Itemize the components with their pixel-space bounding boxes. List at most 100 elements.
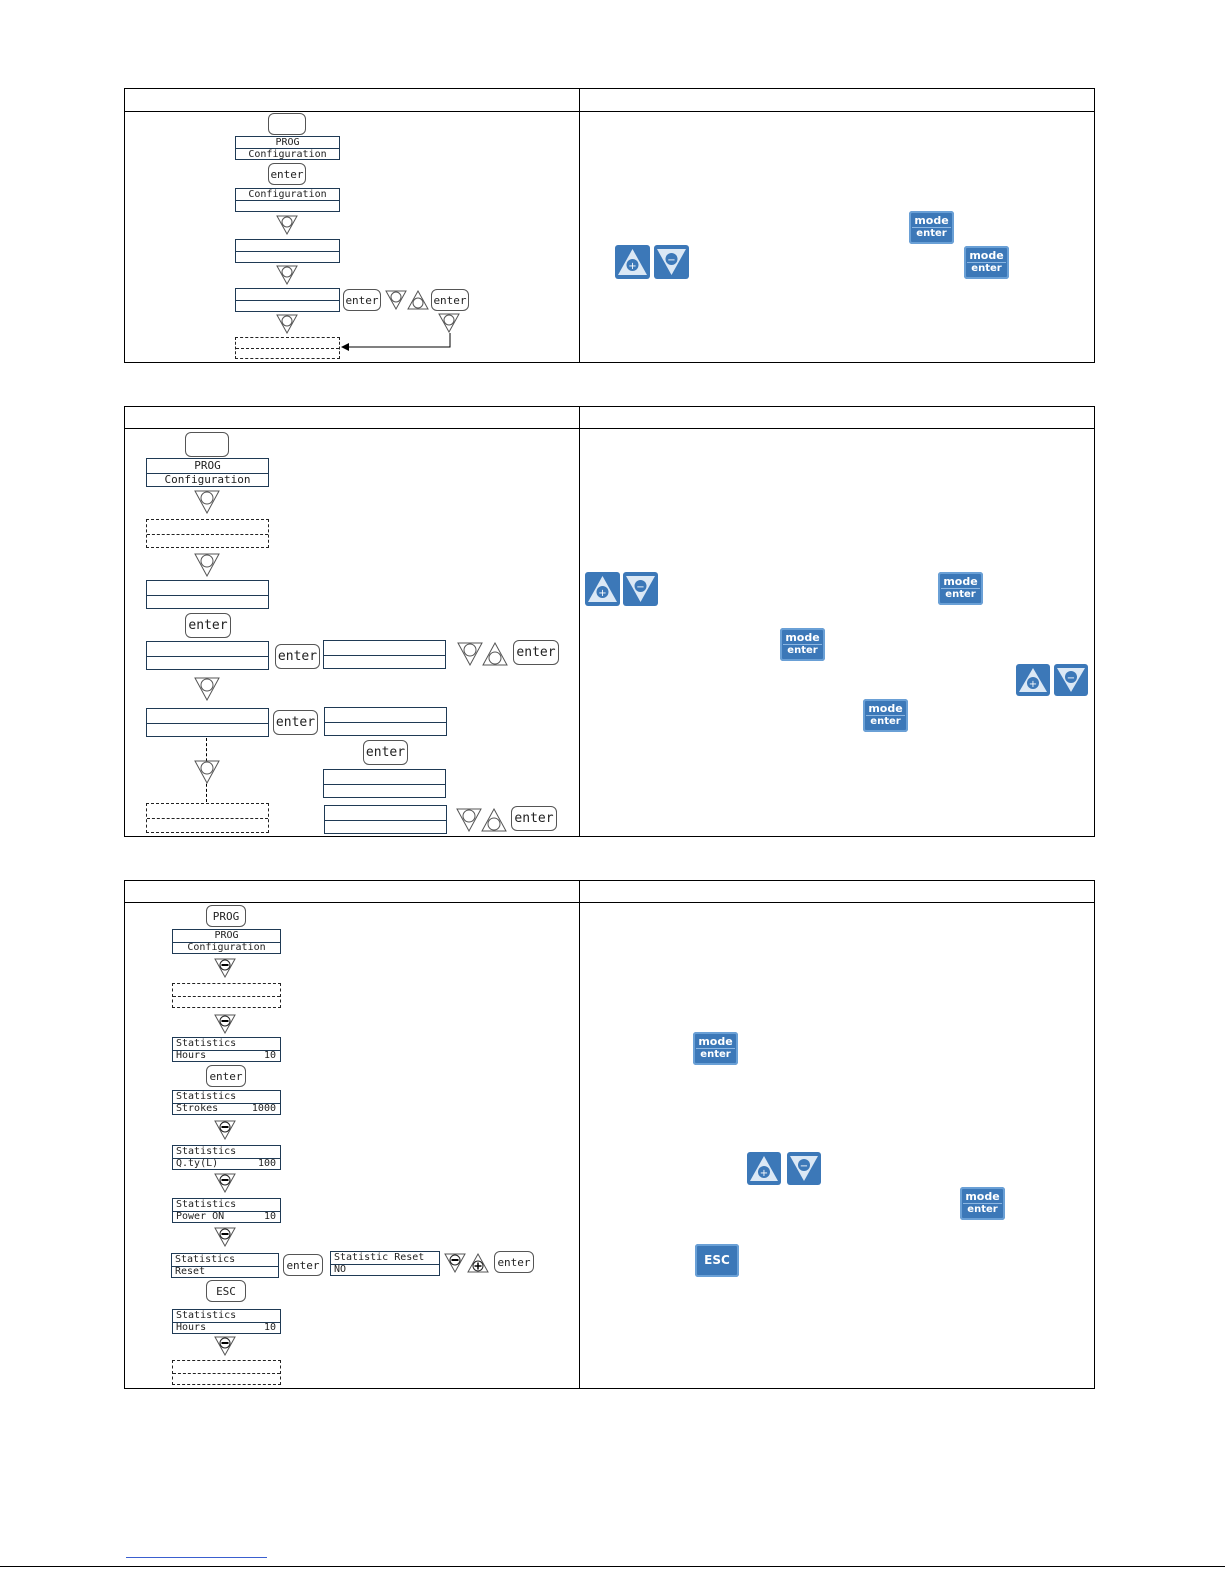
enter-key[interactable]: enter xyxy=(283,1254,323,1276)
blank-key[interactable] xyxy=(185,432,229,457)
section3-column-divider xyxy=(579,880,580,1389)
minus-down-arrow-icon[interactable] xyxy=(214,1336,236,1360)
enter-key[interactable]: enter xyxy=(363,740,408,765)
lcd-line1: Statistics xyxy=(175,1254,236,1265)
button-label-mode: mode xyxy=(965,1190,1000,1203)
minus-down-arrow-icon[interactable] xyxy=(214,1173,236,1197)
lcd-blank-4 xyxy=(146,708,269,737)
down-arrow-icon[interactable] xyxy=(276,215,298,239)
plus-up-icon: + xyxy=(585,572,620,610)
svg-text:+: + xyxy=(628,261,636,272)
down-arrow-icon[interactable] xyxy=(457,642,483,670)
plus-up-icon: + xyxy=(1016,664,1050,700)
down-arrow-icon[interactable] xyxy=(194,490,220,518)
lcd-statistic-reset: Statistic Reset NO xyxy=(330,1251,440,1276)
lcd-blank-1 xyxy=(235,239,340,263)
enter-key[interactable]: enter xyxy=(268,163,306,185)
plus-up-arrow-icon[interactable] xyxy=(467,1252,489,1277)
lcd-line2-value: 100 xyxy=(257,1158,276,1169)
enter-key[interactable]: enter xyxy=(273,710,318,735)
minus-down-icon: − xyxy=(623,572,658,610)
lcd-line1: PROG xyxy=(214,930,239,941)
lcd-statistics-qty: Statistics Q.ty(L) 100 xyxy=(172,1145,281,1170)
down-arrow-icon[interactable] xyxy=(276,314,298,338)
lcd-line1: PROG xyxy=(275,137,300,148)
lcd-blank-1 xyxy=(146,580,269,609)
section2-table xyxy=(124,406,1095,837)
blank-key[interactable] xyxy=(268,113,306,135)
enter-key[interactable]: enter xyxy=(494,1251,534,1273)
lcd-prog-configuration: PROG Configuration xyxy=(146,458,269,487)
section1-header-divider xyxy=(124,111,1095,112)
lcd-line2-label: Hours xyxy=(176,1322,207,1333)
button-label-mode: mode xyxy=(868,702,903,715)
minus-down-arrow-icon[interactable] xyxy=(214,1014,236,1038)
down-arrow-icon[interactable] xyxy=(194,760,220,788)
svg-text:−: − xyxy=(800,1161,808,1172)
footer-rule xyxy=(0,1566,1225,1567)
button-label-enter: enter xyxy=(967,262,1006,275)
svg-text:−: − xyxy=(1067,673,1075,684)
enter-key[interactable]: enter xyxy=(343,289,381,311)
lcd-line2-label: Q.ty(L) xyxy=(176,1158,219,1169)
lcd-line1: Configuration xyxy=(248,189,327,200)
minus-down-arrow-icon[interactable] xyxy=(214,1227,236,1251)
lcd-dashed xyxy=(235,337,340,359)
lcd-blank-3 xyxy=(323,640,446,669)
lcd-dashed xyxy=(172,983,281,1008)
button-label-enter: enter xyxy=(941,588,980,601)
lcd-blank-6 xyxy=(323,769,446,798)
footer-link-underline[interactable] xyxy=(126,1557,267,1558)
lcd-line1: Statistic Reset xyxy=(334,1252,425,1263)
minus-down-arrow-icon[interactable] xyxy=(214,958,236,982)
down-arrow-icon[interactable] xyxy=(456,808,482,836)
enter-key[interactable]: enter xyxy=(513,640,559,665)
esc-key[interactable]: ESC xyxy=(206,1280,246,1302)
minus-down-arrow-icon[interactable] xyxy=(214,1120,236,1144)
down-arrow-icon[interactable] xyxy=(276,265,298,289)
lcd-line1: Statistics xyxy=(176,1146,237,1157)
section3-table xyxy=(124,880,1095,1389)
down-arrow-icon[interactable] xyxy=(438,313,460,337)
esc-button-icon: ESC xyxy=(695,1244,739,1277)
svg-text:+: + xyxy=(1029,679,1037,690)
enter-key[interactable]: enter xyxy=(431,289,469,311)
section2-header-divider xyxy=(124,428,1095,429)
minus-down-arrow-icon[interactable] xyxy=(444,1253,466,1277)
enter-key[interactable]: enter xyxy=(185,613,231,638)
button-label-enter: enter xyxy=(912,227,951,240)
lcd-line2-value: 10 xyxy=(263,1211,276,1222)
lcd-line2-value: 10 xyxy=(263,1050,276,1061)
lcd-line1: PROG xyxy=(194,459,221,472)
section1-table xyxy=(124,88,1095,363)
lcd-line2: Configuration xyxy=(164,473,251,486)
enter-key[interactable]: enter xyxy=(511,806,557,831)
plus-up-icon: + xyxy=(747,1152,781,1189)
button-label-esc: ESC xyxy=(704,1253,730,1267)
enter-key[interactable]: enter xyxy=(275,644,320,669)
minus-down-icon: − xyxy=(787,1152,821,1189)
button-label-enter: enter xyxy=(963,1203,1002,1216)
lcd-prog-configuration: PROG Configuration xyxy=(172,929,281,954)
prog-key[interactable]: PROG xyxy=(206,905,246,927)
up-arrow-icon[interactable] xyxy=(481,807,507,836)
enter-key[interactable]: enter xyxy=(206,1065,246,1087)
lcd-configuration: Configuration xyxy=(235,188,340,212)
lcd-line1: Statistics xyxy=(176,1199,237,1210)
lcd-statistics-hours-2: Statistics Hours 10 xyxy=(172,1309,281,1334)
up-arrow-icon[interactable] xyxy=(482,641,508,670)
up-arrow-icon[interactable] xyxy=(407,289,429,314)
down-arrow-icon[interactable] xyxy=(385,290,407,314)
down-arrow-icon[interactable] xyxy=(194,677,220,705)
lcd-line2-label: Power ON xyxy=(176,1211,225,1222)
lcd-line1: Statistics xyxy=(176,1038,237,1049)
lcd-prog-configuration: PROG Configuration xyxy=(235,136,340,160)
down-arrow-icon[interactable] xyxy=(194,553,220,581)
lcd-statistics-power: Statistics Power ON 10 xyxy=(172,1198,281,1223)
lcd-line2-value: 1000 xyxy=(251,1103,276,1114)
